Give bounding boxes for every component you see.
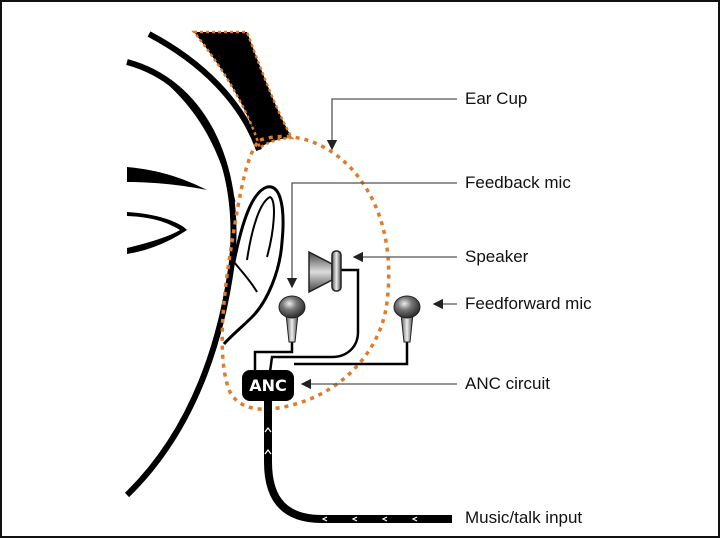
- label-music-input: Music/talk input: [465, 508, 583, 527]
- speaker-icon: [308, 250, 342, 294]
- ear: [222, 185, 285, 345]
- label-speaker: Speaker: [465, 247, 529, 266]
- input-cable: [264, 400, 452, 523]
- headband: [191, 30, 295, 151]
- feedforward-mic-icon: [393, 295, 421, 343]
- ear-cup-outline: [220, 134, 391, 411]
- wires: [253, 268, 409, 373]
- anc-circuit-box: ANC: [242, 370, 294, 401]
- leader-lines: [286, 98, 457, 390]
- closed-eye: [127, 212, 187, 254]
- label-ear-cup: Ear Cup: [465, 89, 528, 108]
- eyebrow: [127, 167, 207, 190]
- label-feedforward-mic: Feedforward mic: [465, 294, 592, 313]
- feedback-mic-icon: [278, 295, 306, 343]
- label-anc-circuit: ANC circuit: [465, 374, 551, 393]
- label-feedback-mic: Feedback mic: [465, 173, 571, 192]
- head-outline: [124, 31, 262, 498]
